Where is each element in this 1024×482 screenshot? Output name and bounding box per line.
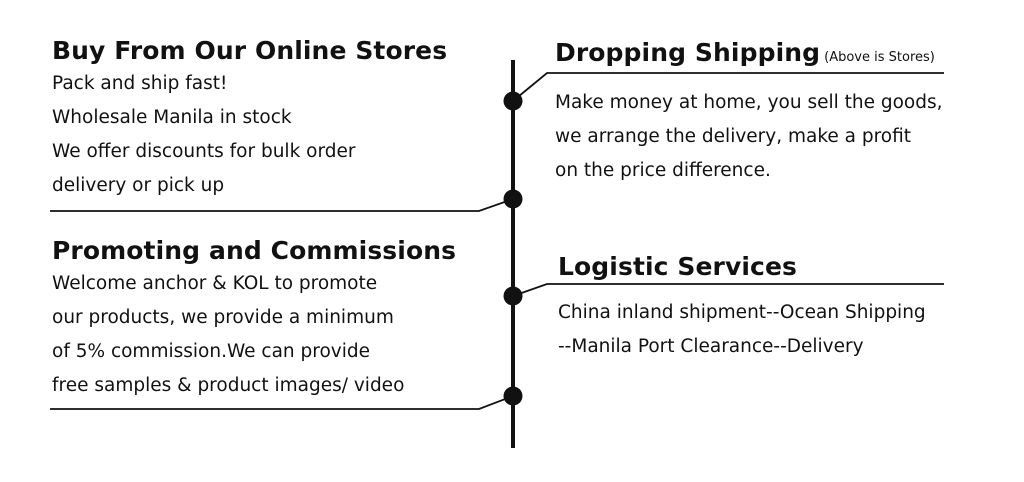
section-line: our products, we provide a minimum [52,307,394,328]
section-title-dropping-shipping: Dropping Shipping(Above is Stores) [555,38,943,73]
section-line: delivery or pick up [52,175,225,196]
section-line: Welcome anchor & KOL to promote [52,273,378,294]
section-line: Pack and ship fast! [52,73,228,94]
section-promoting-commissions: Promoting and Commissions Welcome anchor… [52,236,456,403]
section-line: --Manila Port Clearance--Delivery [558,336,864,357]
section-logistic-services: Logistic Services China inland shipment-… [558,252,926,364]
section-title-buy-online-stores: Buy From Our Online Stores [52,36,448,65]
section-title-promoting-commissions: Promoting and Commissions [52,236,457,265]
section-line: Wholesale Manila in stock [52,107,292,128]
section-line: of 5% commission.We can provide [52,341,371,362]
timeline-node-dropping-shipping [503,91,523,111]
connector-buy-stores [50,198,514,212]
section-line: we arrange the delivery, make a profit [555,126,912,147]
section-buy-online-stores: Buy From Our Online Stores Pack and ship… [52,36,447,203]
timeline-node-promoting [503,386,523,406]
connector-promoting [50,395,514,410]
timeline-node-buy-stores [503,189,523,209]
section-line: Make money at home, you sell the goods, [555,92,943,113]
connector-dropping-shipping [512,72,944,102]
section-title-logistic-services: Logistic Services [558,252,798,281]
section-title-note: (Above is Stores) [824,50,935,65]
section-dropping-shipping: Dropping Shipping(Above is Stores) Make … [555,38,943,188]
section-line: China inland shipment--Ocean Shipping [558,302,926,323]
section-title-text: Dropping Shipping [555,38,821,67]
section-line: We offer discounts for bulk order [52,141,356,162]
section-line: on the price difference. [555,160,771,181]
section-line: free samples & product images/ video [52,375,405,396]
connector-logistic [512,283,944,297]
timeline-node-logistic [503,286,523,306]
